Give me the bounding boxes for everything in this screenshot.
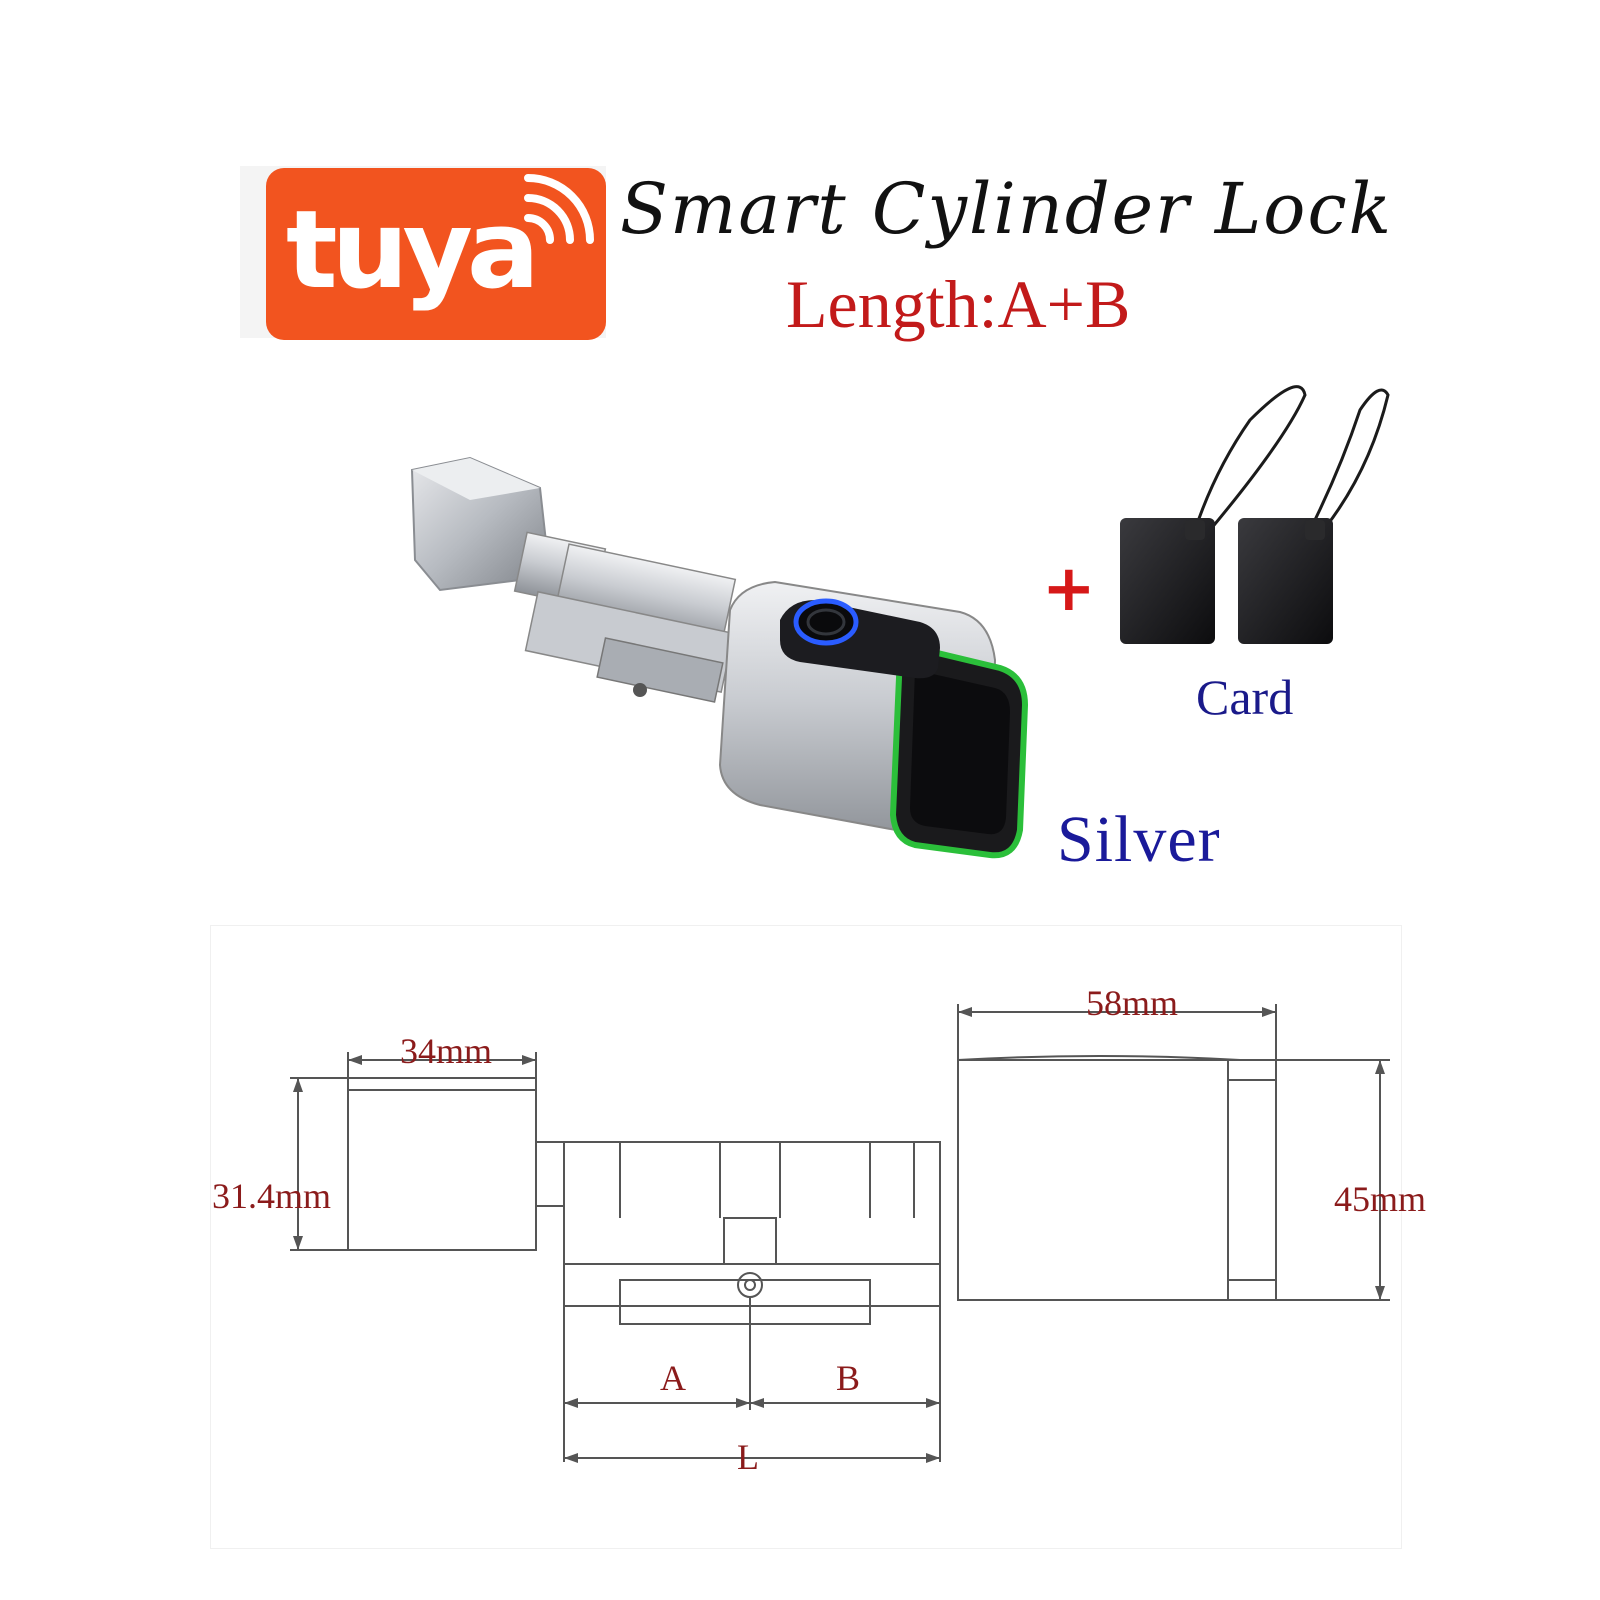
plus-sign: + <box>1042 552 1096 626</box>
body-height-label: 45mm <box>1334 1179 1427 1219</box>
length-subtitle: Length:A+B <box>786 266 1131 342</box>
product-title: Smart Cylinder Lock <box>620 168 1394 250</box>
wifi-icon <box>524 174 594 244</box>
knob-height-label: 31.4mm <box>212 1176 332 1216</box>
dimension-l-label: L <box>737 1437 759 1477</box>
drawing-frame <box>210 925 1402 1549</box>
tuya-logo <box>266 168 606 340</box>
dimension-b-label: B <box>836 1358 861 1398</box>
keycard-2 <box>1238 388 1390 644</box>
knob-length-label: 34mm <box>400 1031 493 1071</box>
brand-logo-text: tuya <box>286 188 540 313</box>
body-length-label: 58mm <box>1086 983 1179 1023</box>
card-label: Card <box>1196 669 1294 725</box>
dimension-a-label: A <box>660 1358 686 1398</box>
lock-shaft <box>513 531 737 703</box>
color-label: Silver <box>1057 803 1221 876</box>
lock-body <box>718 580 1029 859</box>
keycard-1 <box>1120 385 1307 644</box>
